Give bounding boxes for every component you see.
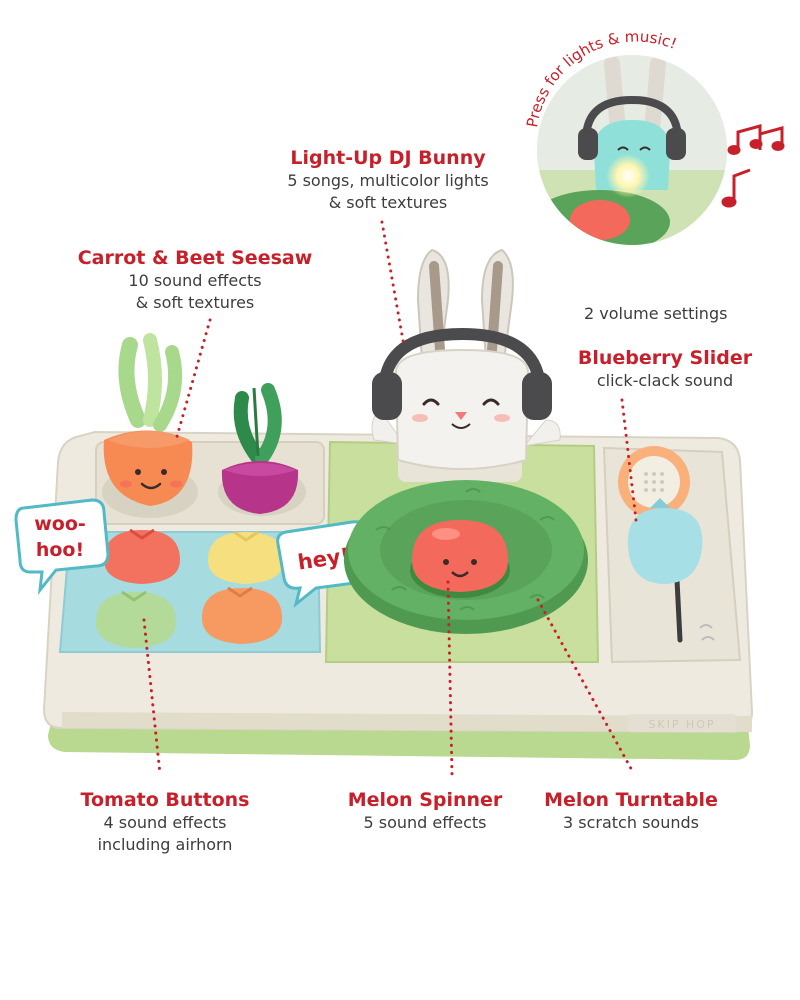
label-seesaw-title: Carrot & Beet Seesaw [77, 247, 313, 269]
melon-spinner[interactable] [410, 520, 510, 598]
label-dj-bunny-line1: 5 songs, multicolor lights [287, 171, 489, 190]
label-volume: 2 volume settings [584, 304, 728, 323]
volume-flower[interactable] [618, 446, 690, 518]
beet-seesaw[interactable] [221, 383, 299, 514]
dj-bunny[interactable] [371, 248, 561, 482]
label-dj-bunny-title: Light-Up DJ Bunny [290, 147, 486, 169]
blueberry-slider[interactable] [627, 498, 703, 584]
label-slider: Blueberry Slider click-clack sound [560, 346, 770, 392]
label-slider-line1: click-clack sound [596, 371, 734, 390]
label-tomato-line1: 4 sound effects [103, 813, 227, 832]
tomato-button-yellow[interactable] [208, 530, 284, 584]
speech-bubble-woohoo: woo- hoo! [14, 498, 110, 595]
label-turntable-title: Melon Turntable [544, 789, 718, 811]
bubble-woohoo-line2: hoo! [36, 539, 84, 561]
tomato-button-orange[interactable] [202, 586, 282, 644]
label-slider-title: Blueberry Slider [577, 347, 753, 369]
label-spinner-line1: 5 sound effects [363, 813, 487, 832]
bubble-woohoo-line1: woo- [34, 513, 86, 535]
label-dj-bunny-line2: & soft textures [328, 193, 448, 212]
label-dj-bunny: Light-Up DJ Bunny 5 songs, multicolor li… [260, 146, 516, 214]
label-tomato-title: Tomato Buttons [80, 789, 250, 811]
label-seesaw-line2: & soft textures [135, 293, 255, 312]
carrot-seesaw[interactable] [103, 333, 193, 506]
leader-seesaw [174, 318, 212, 442]
tomato-button-red[interactable] [104, 528, 180, 584]
label-seesaw-line1: 10 sound effects [128, 271, 262, 290]
music-notes-icon [721, 124, 785, 208]
leader-dj-bunny [380, 220, 406, 348]
label-seesaw: Carrot & Beet Seesaw 10 sound effects & … [70, 246, 320, 314]
brand-plate: SKIP HOP [648, 718, 715, 731]
leader-slider [620, 398, 638, 522]
label-turntable-line1: 3 scratch sounds [563, 813, 699, 832]
label-tomato: Tomato Buttons 4 sound effects including… [60, 788, 270, 856]
tomato-button-green[interactable] [96, 590, 176, 648]
label-turntable: Melon Turntable 3 scratch sounds [532, 788, 730, 834]
label-spinner-title: Melon Spinner [347, 789, 503, 811]
label-tomato-line2: including airhorn [97, 835, 233, 854]
leader-tomato [142, 618, 162, 776]
leader-turntable [536, 598, 636, 776]
label-spinner: Melon Spinner 5 sound effects [330, 788, 520, 834]
inset-closeup: Press for lights & music! [523, 27, 727, 245]
